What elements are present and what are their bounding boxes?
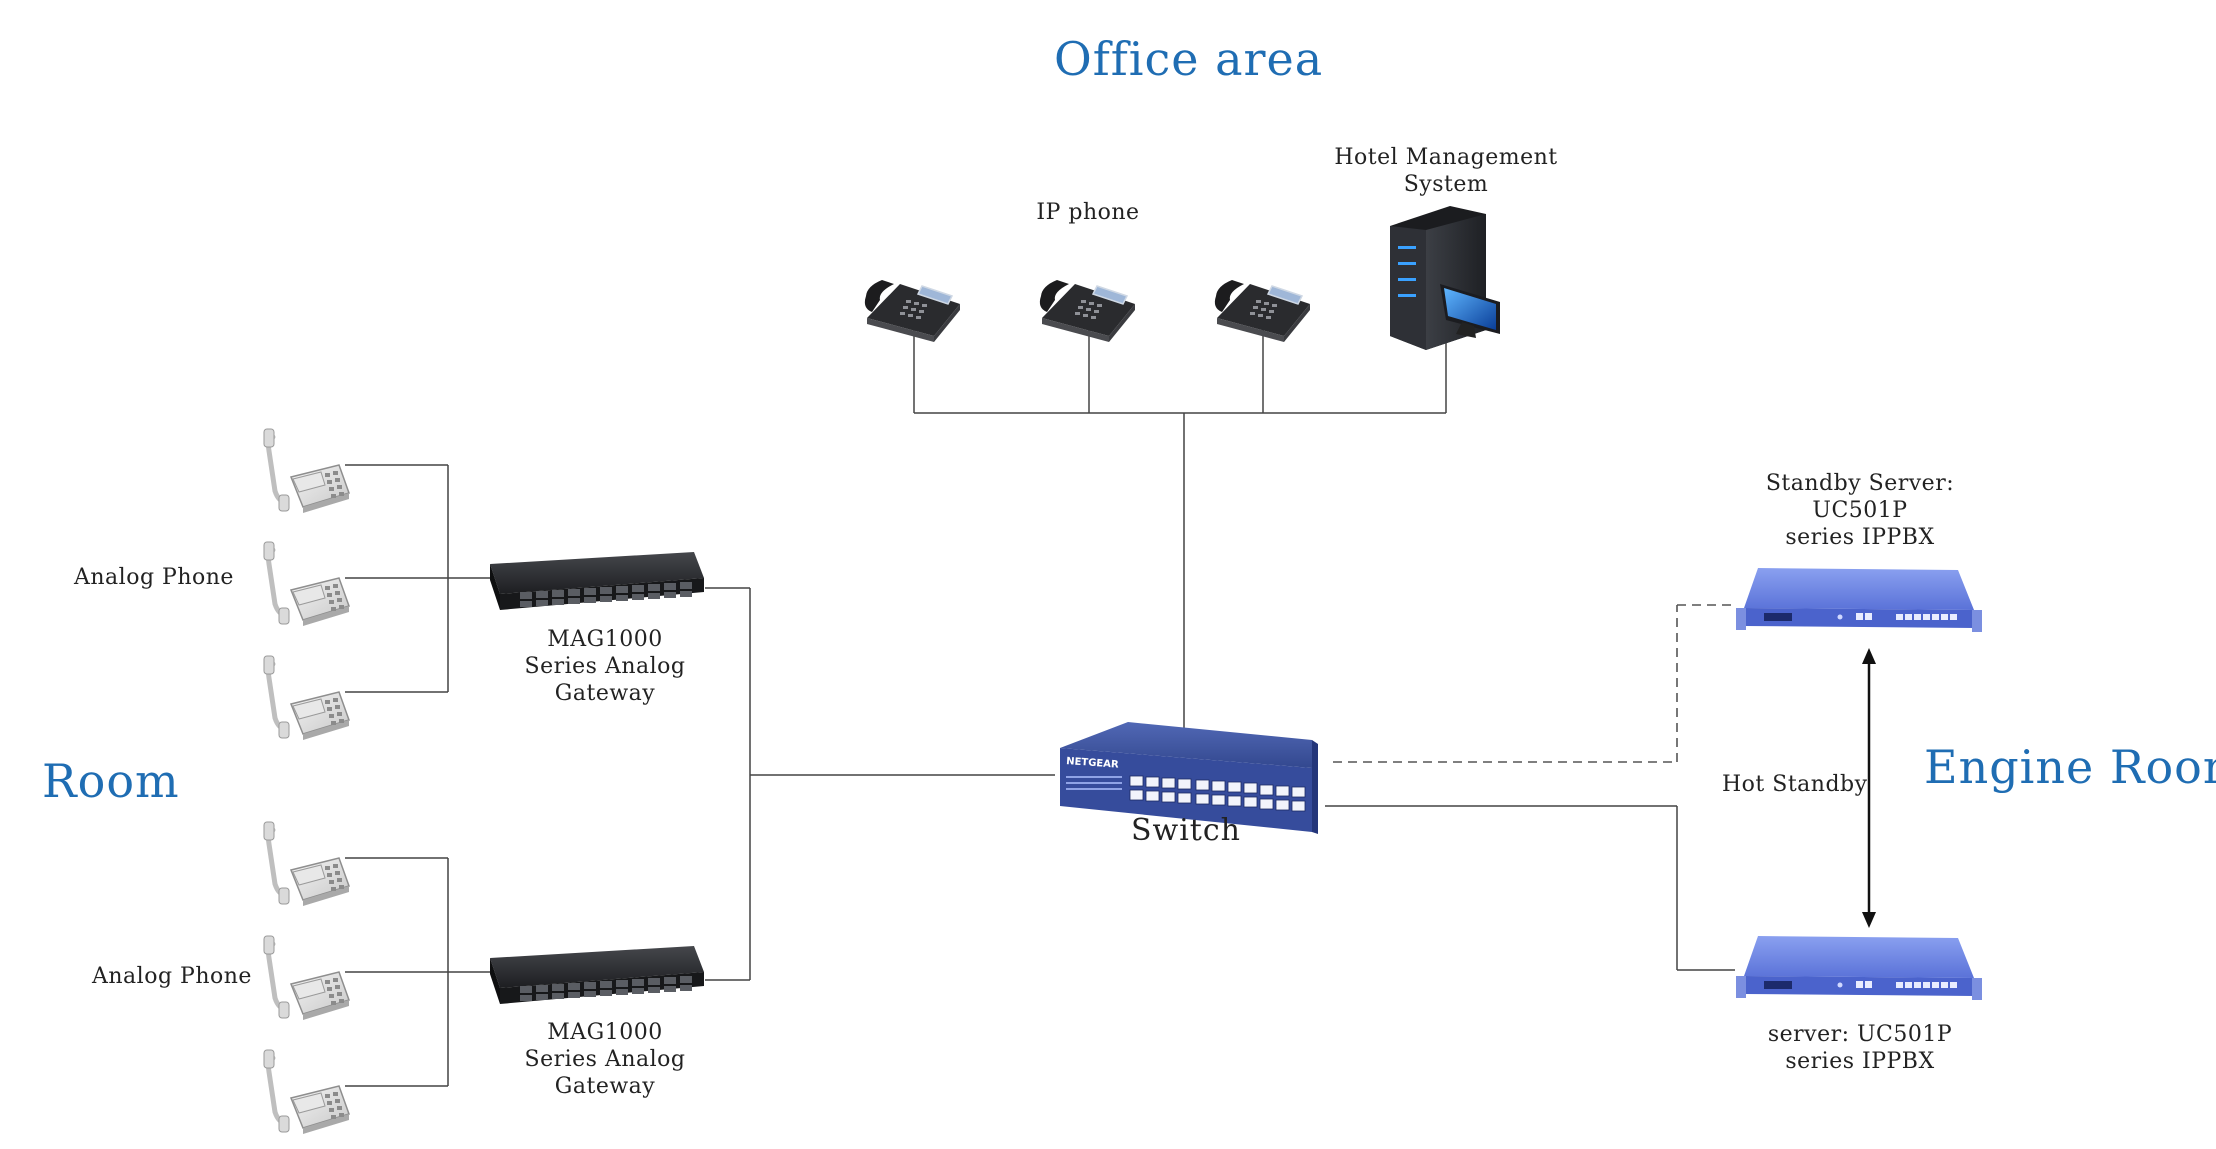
standby-dashed-link	[1333, 604, 1735, 763]
analog-phone-3	[264, 656, 349, 740]
engine-room-title: Engine Room	[1924, 740, 2216, 794]
gateway-top-line2: Series Analog	[524, 654, 686, 679]
gateway-top-label: MAG1000 Series Analog Gateway	[500, 626, 710, 707]
gateway-top-device	[490, 552, 704, 610]
main-server-label: server: UC501P series IPPBX	[1740, 1021, 1980, 1075]
hotel-management-line1: Hotel Management	[1334, 145, 1558, 170]
hotel-management-server	[1390, 206, 1500, 350]
ip-phone-1	[864, 279, 961, 343]
gateway-bottom-line1: MAG1000	[547, 1020, 663, 1045]
main-server-line1: server: UC501P	[1767, 1022, 1953, 1047]
analog-phone-2	[264, 542, 349, 626]
gateway-bottom-label: MAG1000 Series Analog Gateway	[500, 1019, 710, 1100]
analog-phone-label-top: Analog Phone	[74, 565, 234, 590]
analog-phone-1	[264, 429, 349, 513]
analog-phone-5	[264, 936, 349, 1020]
hot-standby-label: Hot Standby	[1722, 772, 1868, 797]
standby-server-line3: series IPPBX	[1785, 525, 1935, 550]
switch-device: NETGEAR	[1060, 722, 1318, 834]
ip-phone-2	[1039, 279, 1136, 343]
analog-phone-6	[264, 1050, 349, 1134]
standby-server-line1: Standby Server:	[1765, 471, 1955, 496]
gateway-bottom-line2: Series Analog	[524, 1047, 686, 1072]
office-area-title: Office area	[1054, 32, 1324, 86]
hotel-management-label: Hotel Management System	[1330, 144, 1562, 198]
gateway-bottom-device	[490, 946, 704, 1004]
hotel-management-line2: System	[1403, 172, 1489, 197]
ip-phone-3	[1214, 279, 1311, 343]
main-server-line2: series IPPBX	[1785, 1049, 1935, 1074]
gateway-top-line1: MAG1000	[547, 627, 663, 652]
analog-phone-label-bottom: Analog Phone	[92, 964, 252, 989]
hot-standby-arrow	[1862, 648, 1876, 928]
gateway-top-line3: Gateway	[554, 681, 656, 706]
standby-server-line2: UC501P	[1812, 498, 1908, 523]
switch-label: Switch	[1130, 813, 1241, 848]
analog-phone-4	[264, 822, 349, 906]
ip-phone-label: IP phone	[1036, 200, 1140, 225]
main-server-device	[1736, 936, 1982, 1000]
standby-server-device	[1736, 568, 1982, 632]
gateway-bottom-line3: Gateway	[554, 1074, 656, 1099]
switch-brand: NETGEAR	[1066, 756, 1119, 771]
standby-server-label: Standby Server: UC501P series IPPBX	[1740, 470, 1980, 551]
room-title: Room	[42, 754, 180, 808]
connection-lines	[345, 320, 1735, 1087]
